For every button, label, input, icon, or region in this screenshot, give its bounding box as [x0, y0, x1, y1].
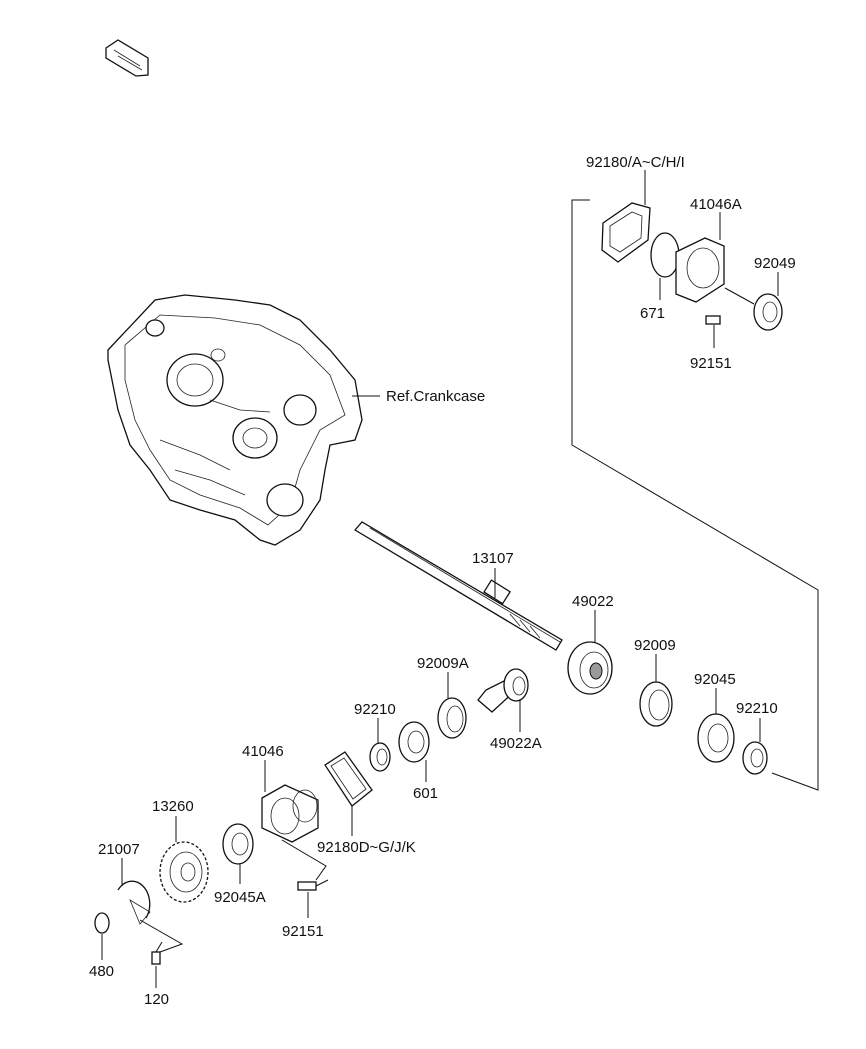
part-labels: 92180/A~C/H/I 41046A 92049 671 92151 Ref… [89, 154, 796, 1008]
front-arrow-icon [105, 39, 149, 77]
seal-92009a-part [437, 697, 467, 739]
assembly-bracket-lines [571, 199, 819, 791]
bolt-92151-bottom-part [297, 879, 329, 891]
label-671: 671 [640, 305, 665, 322]
label-92045: 92045 [694, 671, 736, 688]
label-92009a: 92009A [417, 655, 469, 672]
label-92180-d: 92180D~G/J/K [317, 839, 416, 856]
label-ref-crankcase: Ref.Crankcase [386, 388, 485, 405]
housing-41046-part [261, 784, 319, 843]
shaft-13107-part [353, 521, 563, 651]
label-92151-bottom: 92151 [282, 923, 324, 940]
label-92180-a: 92180/A~C/H/I [586, 154, 685, 171]
seal-92210-right-part [742, 741, 768, 775]
label-49022: 49022 [572, 593, 614, 610]
label-41046a: 41046A [690, 196, 742, 213]
label-13260: 13260 [152, 798, 194, 815]
label-92049: 92049 [754, 255, 796, 272]
label-92151-top: 92151 [690, 355, 732, 372]
label-601: 601 [413, 785, 438, 802]
seal-92210-left-part [369, 742, 391, 772]
label-49022a: 49022A [490, 735, 542, 752]
label-92210-left: 92210 [354, 701, 396, 718]
label-41046: 41046 [242, 743, 284, 760]
gear-49022a-part [477, 668, 529, 713]
circlip-480-part [94, 912, 110, 934]
label-92009: 92009 [634, 637, 676, 654]
bearing-92045a-part [222, 823, 254, 865]
bolt-120-part [151, 941, 163, 965]
crankcase-part [107, 294, 363, 546]
gasket-92180d-part [324, 751, 373, 807]
plate-21007-part [117, 880, 151, 925]
seal-92049-part [753, 293, 783, 331]
gear-13260-part [159, 841, 209, 903]
label-120: 120 [144, 991, 169, 1008]
housing-41046a-part [675, 237, 725, 303]
label-13107: 13107 [472, 550, 514, 567]
label-21007: 21007 [98, 841, 140, 858]
seal-92009-part [639, 681, 673, 727]
bearing-92045-part [697, 713, 735, 763]
bolt-92151-top-part [705, 315, 721, 325]
bearing-601-part [398, 721, 430, 763]
label-92045a: 92045A [214, 889, 266, 906]
label-92210-right: 92210 [736, 700, 778, 717]
gasket-92180a-part [601, 202, 651, 263]
gear-49022-part [567, 641, 613, 695]
label-480: 480 [89, 963, 114, 980]
o-ring-671-part [650, 232, 680, 278]
leader-lines [101, 170, 779, 988]
